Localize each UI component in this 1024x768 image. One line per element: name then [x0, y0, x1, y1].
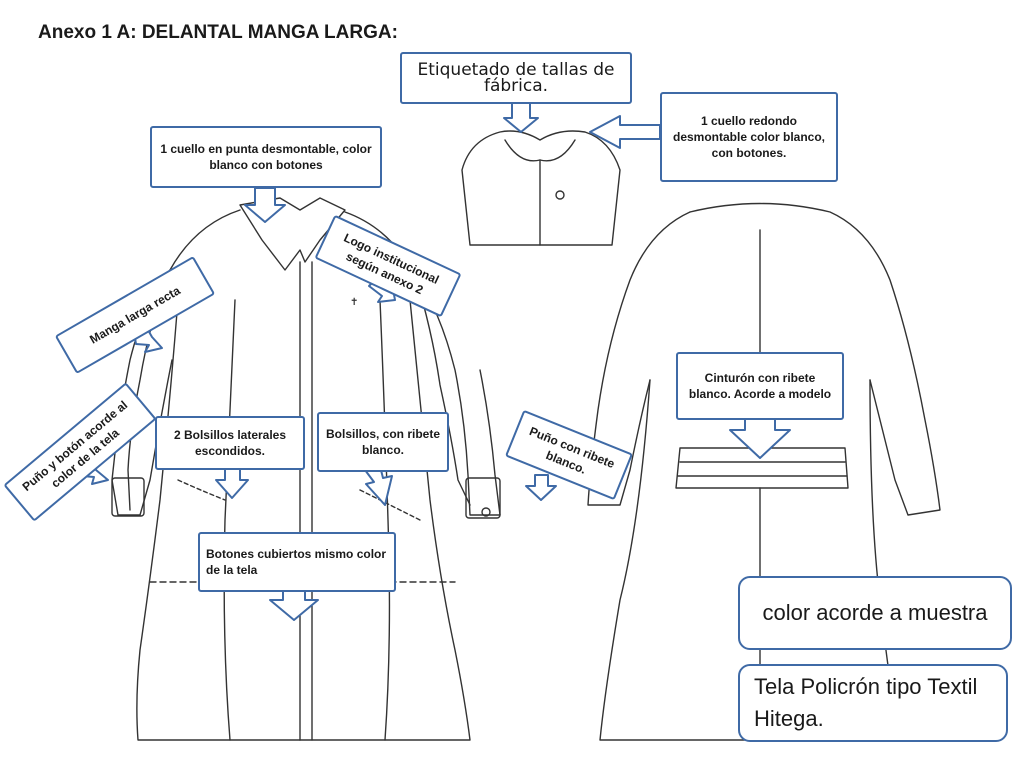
arrow-bolsillos-laterales: [215, 467, 249, 499]
arrow-puno-ribete: [525, 474, 557, 501]
callout-botones-cubiertos: Botones cubiertos mismo color de la tela: [198, 532, 396, 592]
blouse-illustration: [461, 130, 621, 246]
arrow-etiquetado: [503, 99, 539, 133]
svg-text:✝: ✝: [350, 297, 358, 308]
back-coat-illustration: [587, 202, 941, 741]
callout-cuello-punta: 1 cuello en punta desmontable, color bla…: [150, 126, 382, 188]
arrow-cuello-redondo: [589, 115, 661, 149]
callout-bolsillos-laterales: 2 Bolsillos laterales escondidos.: [155, 416, 305, 470]
arrow-cinturon: [729, 417, 791, 459]
arrow-botones: [269, 589, 319, 621]
arrow-cuello-punta: [244, 187, 286, 223]
callout-tela-policron: Tela Policrón tipo Textil Hitega.: [738, 664, 1008, 742]
callout-etiquetado-tallas: Etiquetado de tallas de fábrica.: [400, 52, 632, 104]
callout-cinturon: Cinturón con ribete blanco. Acorde a mod…: [676, 352, 844, 420]
page-title: Anexo 1 A: DELANTAL MANGA LARGA:: [38, 22, 398, 43]
callout-bolsillos-ribete: Bolsillos, con ribete blanco.: [317, 412, 449, 472]
front-coat-illustration: ✝: [111, 197, 501, 741]
callout-cuello-redondo: 1 cuello redondo desmontable color blanc…: [660, 92, 838, 182]
callout-color-acorde: color acorde a muestra: [738, 576, 1012, 650]
